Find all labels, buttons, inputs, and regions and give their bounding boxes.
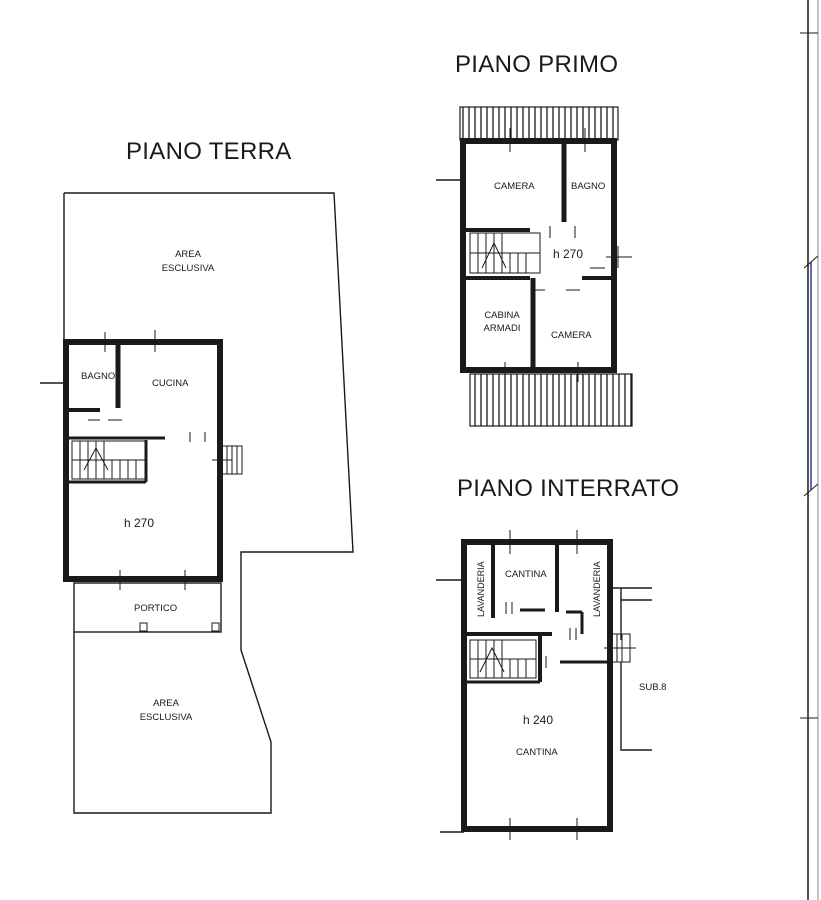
piano-interrato-title: PIANO INTERRATO: [457, 475, 679, 502]
area-esclusiva-outline: [63, 192, 354, 814]
area-esclusiva-top-line1: AREA: [175, 249, 202, 260]
label-sub8: SUB.8: [639, 682, 666, 693]
room-bagno-primo: BAGNO: [571, 181, 605, 192]
roof-hatch-top: [459, 106, 619, 141]
sub8-outline: [610, 587, 652, 751]
room-cabina-line1: CABINA: [484, 310, 520, 321]
height-interrato: h 240: [523, 713, 553, 727]
piano-interrato-windows: [509, 530, 636, 840]
height-terra: h 270: [124, 516, 154, 530]
portico-outline: [73, 582, 222, 633]
roof-hatch-bottom: [469, 373, 633, 427]
room-cabina-line2: ARMADI: [484, 323, 521, 334]
room-lavanderia-left: LAVANDERIA: [476, 561, 486, 617]
piano-terra-stairs: [71, 440, 147, 480]
piano-primo-stairs: [469, 232, 541, 274]
room-cantina-top: CANTINA: [505, 569, 547, 580]
room-cucina: CUCINA: [152, 378, 189, 389]
piano-primo-title: PIANO PRIMO: [455, 51, 618, 78]
piano-interrato-plan: PIANO INTERRATO: [436, 475, 679, 840]
sheet-edge: [800, 0, 819, 900]
room-portico: PORTICO: [134, 603, 177, 614]
piano-primo-windows: [504, 128, 632, 382]
piano-interrato-walls: [461, 539, 613, 832]
room-camera-2: CAMERA: [551, 330, 592, 341]
room-cantina-main: CANTINA: [516, 747, 558, 758]
piano-terra-windows: [104, 330, 232, 590]
piano-interrato-doors: [505, 602, 577, 668]
area-esclusiva-bottom-line2: ESCLUSIVA: [140, 712, 193, 723]
piano-terra-plan: PIANO TERRA: [40, 138, 354, 814]
piano-terra-side-steps: [221, 445, 243, 475]
room-camera-1: CAMERA: [494, 181, 535, 192]
room-bagno-terra: BAGNO: [81, 371, 115, 382]
area-esclusiva-bottom-line1: AREA: [153, 698, 180, 709]
piano-primo-plan: PIANO PRIMO: [436, 51, 633, 427]
height-primo: h 270: [553, 247, 583, 261]
room-lavanderia-right: LAVANDERIA: [592, 561, 602, 617]
piano-terra-doors: [88, 419, 206, 442]
piano-terra-title: PIANO TERRA: [126, 138, 292, 165]
piano-interrato-stairs: [469, 639, 537, 679]
area-esclusiva-top-line2: ESCLUSIVA: [162, 263, 215, 274]
piano-primo-doors: [532, 226, 605, 291]
